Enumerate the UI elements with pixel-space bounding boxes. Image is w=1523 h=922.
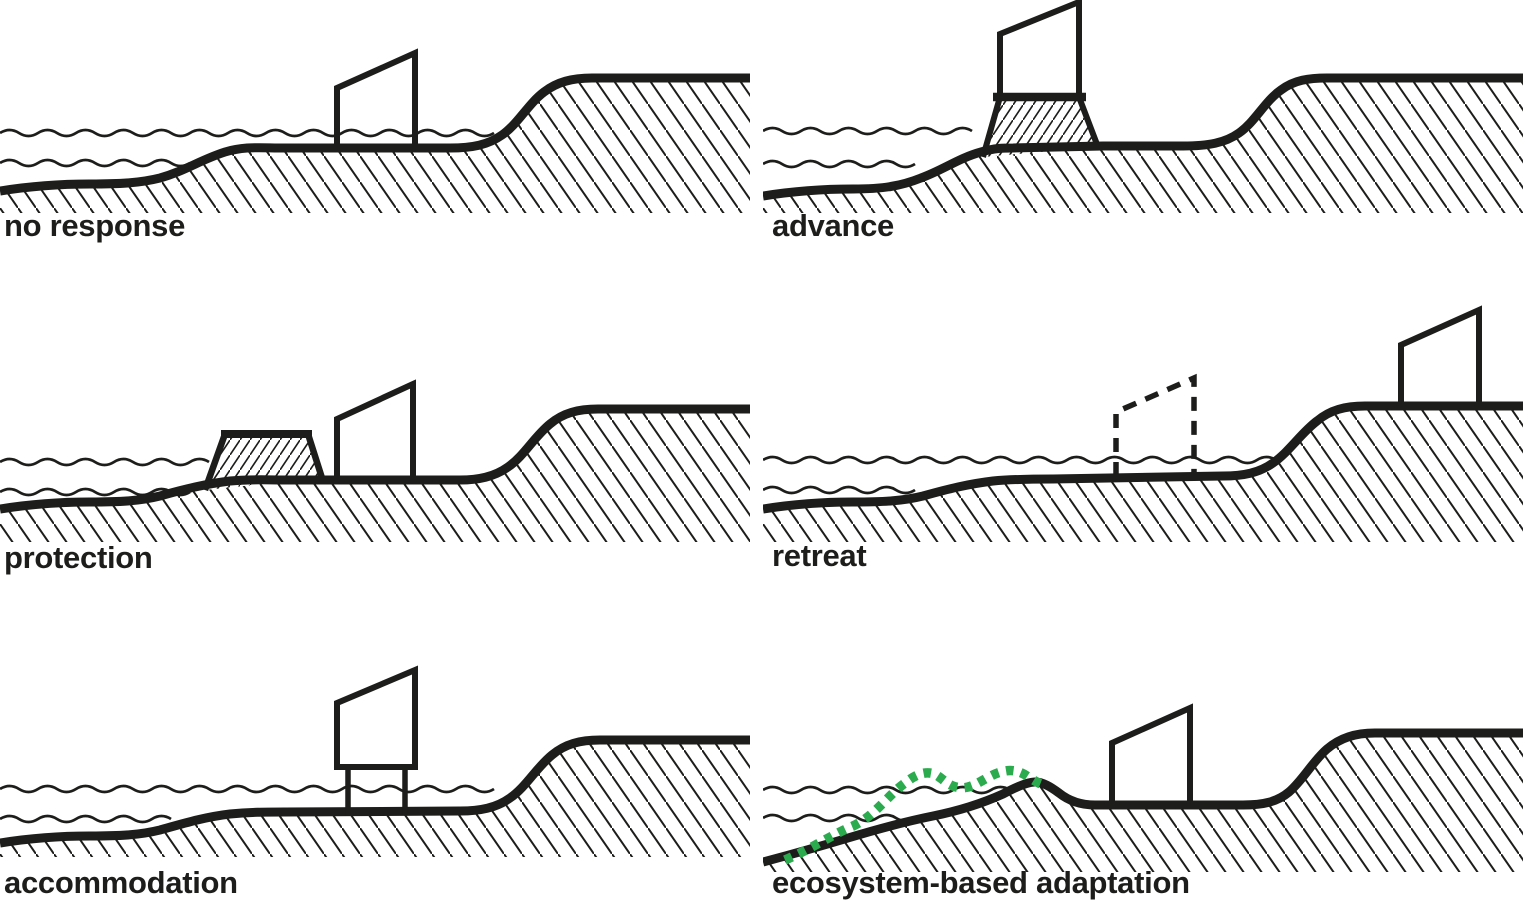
- terrain-ground: [763, 406, 1523, 542]
- stilts: [345, 767, 408, 815]
- water-line-lower: [763, 485, 916, 495]
- panel-ecosystem-based-adaptation: [763, 620, 1523, 922]
- terrain-outline: [763, 401, 1523, 514]
- accommodation-drawing: [0, 665, 750, 857]
- water-line-upper: [0, 457, 210, 467]
- terrain-ground: [763, 78, 1523, 213]
- water-line-upper: [0, 128, 495, 138]
- relocated-house-icon: [1398, 305, 1482, 406]
- label-ecosystem-based-adaptation: ecosystem-based adaptation: [772, 865, 1190, 900]
- water-line-lower: [0, 487, 191, 497]
- terrain-ground: [763, 733, 1523, 872]
- water-line-upper: [763, 455, 1277, 465]
- panel-advance: [763, 0, 1523, 250]
- protection-drawing: [0, 379, 750, 542]
- terrain-ground: [0, 740, 750, 857]
- protected-house-icon: [334, 379, 416, 480]
- retreat-drawing: [763, 305, 1523, 542]
- no-response-drawing: [0, 48, 750, 213]
- water-line-lower: [763, 159, 916, 169]
- water-line-lower: [763, 813, 916, 823]
- water-line-lower: [0, 158, 191, 168]
- sheltered-house-icon: [1109, 703, 1193, 803]
- vegetation-line: [783, 765, 1043, 865]
- terrain-outline: [0, 735, 750, 848]
- removed-house-dashed-icon: [1113, 373, 1197, 476]
- terrain-outline: [763, 73, 1523, 201]
- terrain-outline: [763, 728, 1523, 867]
- terrain-outline: [0, 73, 750, 196]
- panel-retreat: [763, 290, 1523, 580]
- stilt-house-icon: [334, 665, 418, 770]
- label-accommodation: accommodation: [4, 865, 238, 900]
- panel-protection: [0, 290, 750, 580]
- water-line-upper: [0, 784, 495, 794]
- terrain-ground: [0, 78, 750, 213]
- advance-drawing: [763, 0, 1523, 213]
- label-advance: advance: [772, 208, 894, 243]
- terrain-ground: [0, 409, 750, 542]
- panel-no-response: [0, 0, 750, 250]
- ecosystem-based-adaptation-drawing: [763, 703, 1523, 872]
- label-retreat: retreat: [772, 538, 867, 573]
- water-line-upper: [763, 126, 973, 136]
- flooded-house-icon: [334, 48, 418, 150]
- raised-house-icon: [993, 0, 1086, 102]
- water-line-lower: [0, 814, 172, 824]
- label-protection: protection: [4, 540, 153, 575]
- label-no-response: no response: [4, 208, 186, 243]
- terrain-outline: [0, 404, 750, 514]
- panel-accommodation: [0, 620, 750, 922]
